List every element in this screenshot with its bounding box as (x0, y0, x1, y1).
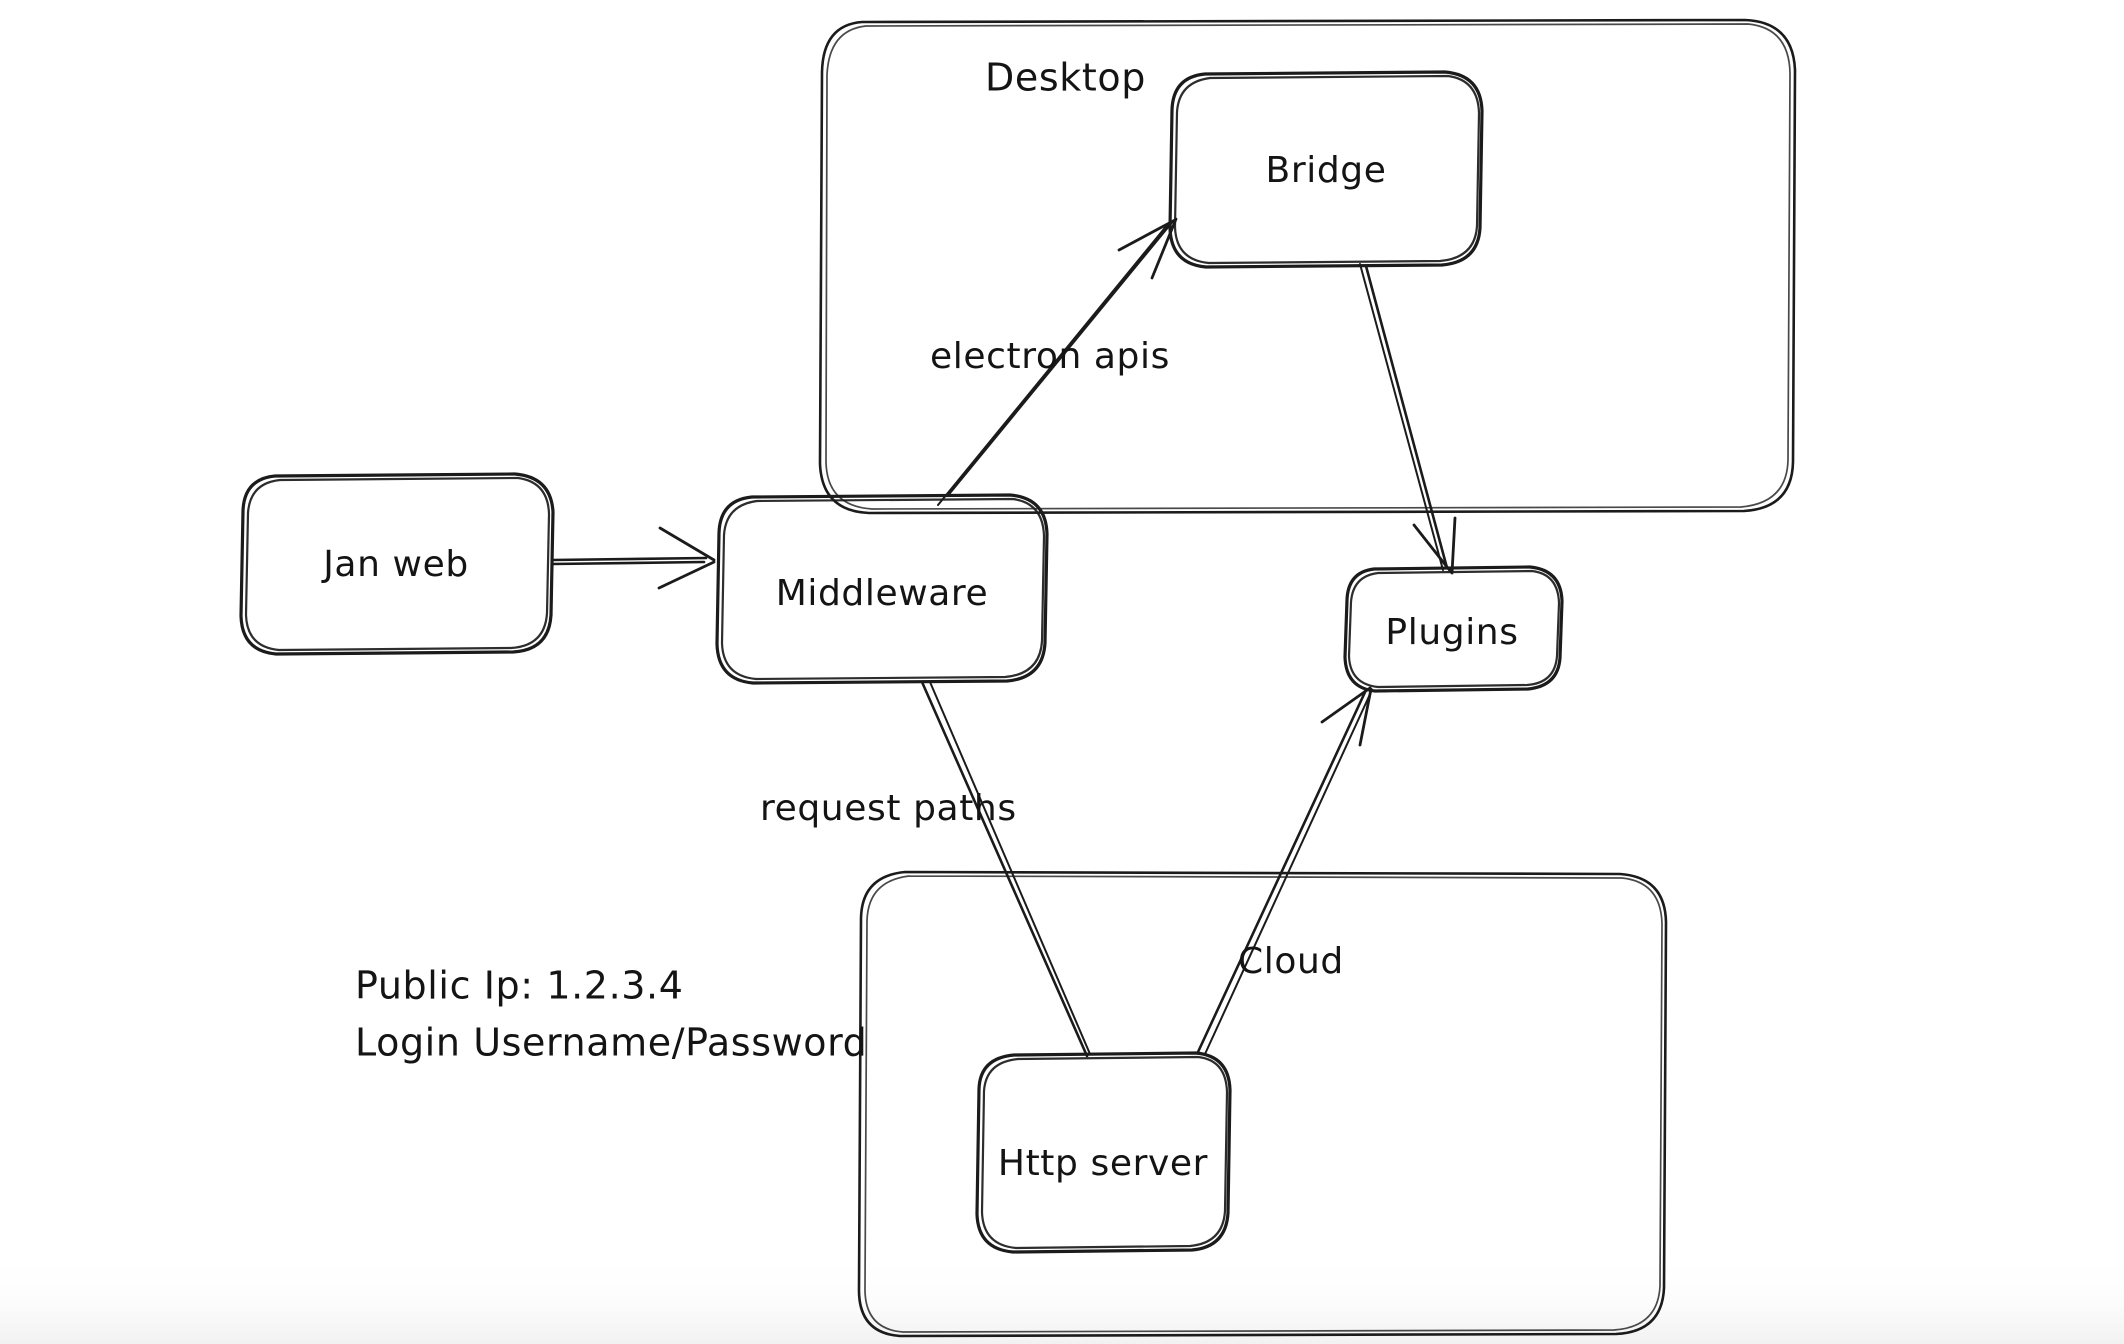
edge-httpserver-to-plugins-line (1196, 688, 1368, 1054)
edge-middleware-to-httpserver-label: request paths (760, 788, 1017, 829)
edge-httpserver-to-plugins-label: Cloud (1238, 941, 1344, 982)
edge-bridge-to-plugins (1359, 263, 1457, 575)
node-bridge-label: Bridge (1266, 150, 1387, 191)
notes-block: Public Ip: 1.2.3.4 Login Username/Passwo… (355, 964, 867, 1065)
node-middleware-label: Middleware (776, 573, 989, 614)
note-login: Login Username/Password (355, 1021, 867, 1065)
edge-middleware-to-bridge-line2 (937, 223, 1169, 506)
edge-janweb-to-middleware-line (550, 556, 708, 562)
node-plugins[interactable]: Plugins (1343, 565, 1564, 693)
node-bridge-border (1168, 70, 1484, 269)
edge-bridge-to-plugins-line (1364, 264, 1449, 570)
edge-bridge-to-plugins-arrowhead-left (1412, 523, 1453, 574)
edge-httpserver-to-plugins-arrowhead-bottom (1358, 687, 1373, 747)
group-cloud[interactable] (857, 870, 1668, 1338)
edge-httpserver-to-plugins-arrowhead-left (1320, 686, 1372, 724)
group-cloud-border (857, 870, 1668, 1338)
group-desktop-border (818, 18, 1797, 515)
edge-httpserver-to-plugins: Cloud (1196, 686, 1373, 1055)
edge-middleware-to-bridge-arrowhead-left (1117, 218, 1177, 252)
edge-janweb-to-middleware (550, 526, 716, 590)
edge-janweb-to-middleware-arrowhead-top (658, 526, 716, 562)
edge-bridge-to-plugins-arrowhead-right (1450, 516, 1457, 575)
node-http-server-border (975, 1051, 1232, 1254)
node-jan-web-label: Jan web (321, 544, 469, 585)
edge-middleware-to-bridge: electron apis (930, 217, 1178, 506)
edge-middleware-to-httpserver-line (920, 680, 1089, 1058)
node-plugins-border-shadow (1347, 569, 1561, 689)
edge-middleware-to-bridge-line (946, 220, 1174, 497)
edge-middleware-to-httpserver: request paths (760, 680, 1091, 1058)
node-plugins-label: Plugins (1385, 612, 1518, 653)
node-middleware-border (715, 493, 1049, 685)
group-desktop-border-shadow (825, 23, 1791, 510)
node-http-server-label: Http server (998, 1143, 1208, 1184)
group-desktop-label: Desktop (985, 56, 1146, 100)
node-jan-web-border (239, 472, 555, 656)
group-cloud-border-shadow (864, 875, 1663, 1333)
node-http-server[interactable]: Http server (975, 1051, 1232, 1254)
node-bridge-border-shadow (1173, 74, 1481, 265)
node-middleware-border-shadow (720, 497, 1046, 681)
node-plugins-border (1343, 565, 1564, 693)
edge-bridge-to-plugins-line2 (1359, 263, 1444, 571)
edge-janweb-to-middleware-line2 (550, 560, 706, 566)
edge-middleware-to-bridge-arrowhead-bottom (1150, 217, 1178, 280)
edge-middleware-to-httpserver-line2 (929, 681, 1091, 1055)
node-jan-web-border-shadow (244, 476, 551, 652)
edge-middleware-to-bridge-label: electron apis (930, 336, 1170, 377)
node-jan-web[interactable]: Jan web (239, 472, 555, 656)
edge-janweb-to-middleware-arrowhead-bottom (657, 560, 716, 590)
edge-httpserver-to-plugins-line2 (1204, 691, 1372, 1055)
node-http-server-border-shadow (980, 1055, 1229, 1250)
node-middleware[interactable]: Middleware (715, 493, 1049, 685)
group-desktop[interactable]: Desktop (818, 18, 1797, 515)
node-bridge[interactable]: Bridge (1168, 70, 1484, 269)
note-public-ip: Public Ip: 1.2.3.4 (355, 964, 684, 1008)
